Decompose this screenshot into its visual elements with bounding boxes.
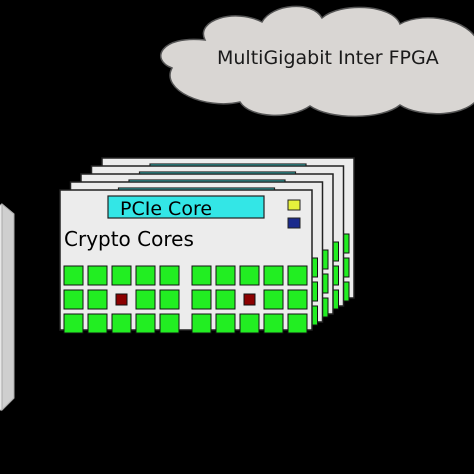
crypto-core-cell bbox=[159, 313, 180, 334]
crypto-core-cell bbox=[287, 265, 308, 286]
crypto-cores-label: Crypto Cores bbox=[64, 227, 194, 251]
crypto-core-block bbox=[191, 265, 308, 334]
crypto-core-cell bbox=[111, 265, 132, 286]
cloud-label: MultiGigabit Inter FPGA bbox=[217, 47, 439, 69]
crypto-core-block bbox=[63, 265, 180, 334]
crypto-core-cell bbox=[239, 313, 260, 334]
crypto-core-cell bbox=[135, 313, 156, 334]
crypto-core-cell bbox=[159, 265, 180, 286]
crypto-core-cell bbox=[191, 265, 212, 286]
core-controller bbox=[115, 293, 128, 306]
crypto-core-cell bbox=[63, 313, 84, 334]
crypto-core-cell bbox=[263, 313, 284, 334]
server-box-edge bbox=[1, 202, 15, 412]
crypto-core-cell bbox=[239, 265, 260, 286]
crypto-core-cell bbox=[215, 313, 236, 334]
crypto-core-cell bbox=[191, 289, 212, 310]
server-box bbox=[0, 202, 15, 412]
crypto-core-cell bbox=[215, 265, 236, 286]
crypto-core-cell bbox=[287, 289, 308, 310]
cloud-shape bbox=[160, 5, 474, 118]
status-indicator-blue bbox=[287, 217, 301, 229]
status-indicator-yellow bbox=[287, 199, 301, 211]
interconnect-cloud: MultiGigabit Inter FPGA bbox=[160, 5, 474, 118]
pcie-core-label: PCIe Core bbox=[120, 198, 212, 220]
crypto-core-cell bbox=[87, 289, 108, 310]
crypto-core-cell bbox=[135, 289, 156, 310]
crypto-core-cell bbox=[263, 289, 284, 310]
core-controller bbox=[243, 293, 256, 306]
crypto-core-cell bbox=[63, 289, 84, 310]
crypto-core-cell bbox=[135, 265, 156, 286]
pcie-core-block bbox=[107, 195, 265, 219]
crypto-core-cell bbox=[63, 265, 84, 286]
crypto-core-cell bbox=[159, 289, 180, 310]
crypto-core-cell bbox=[263, 265, 284, 286]
crypto-core-cell bbox=[191, 313, 212, 334]
crypto-core-cell bbox=[215, 289, 236, 310]
crypto-core-cell bbox=[87, 265, 108, 286]
crypto-core-cell bbox=[87, 313, 108, 334]
crypto-core-cell bbox=[287, 313, 308, 334]
crypto-core-cell bbox=[111, 313, 132, 334]
